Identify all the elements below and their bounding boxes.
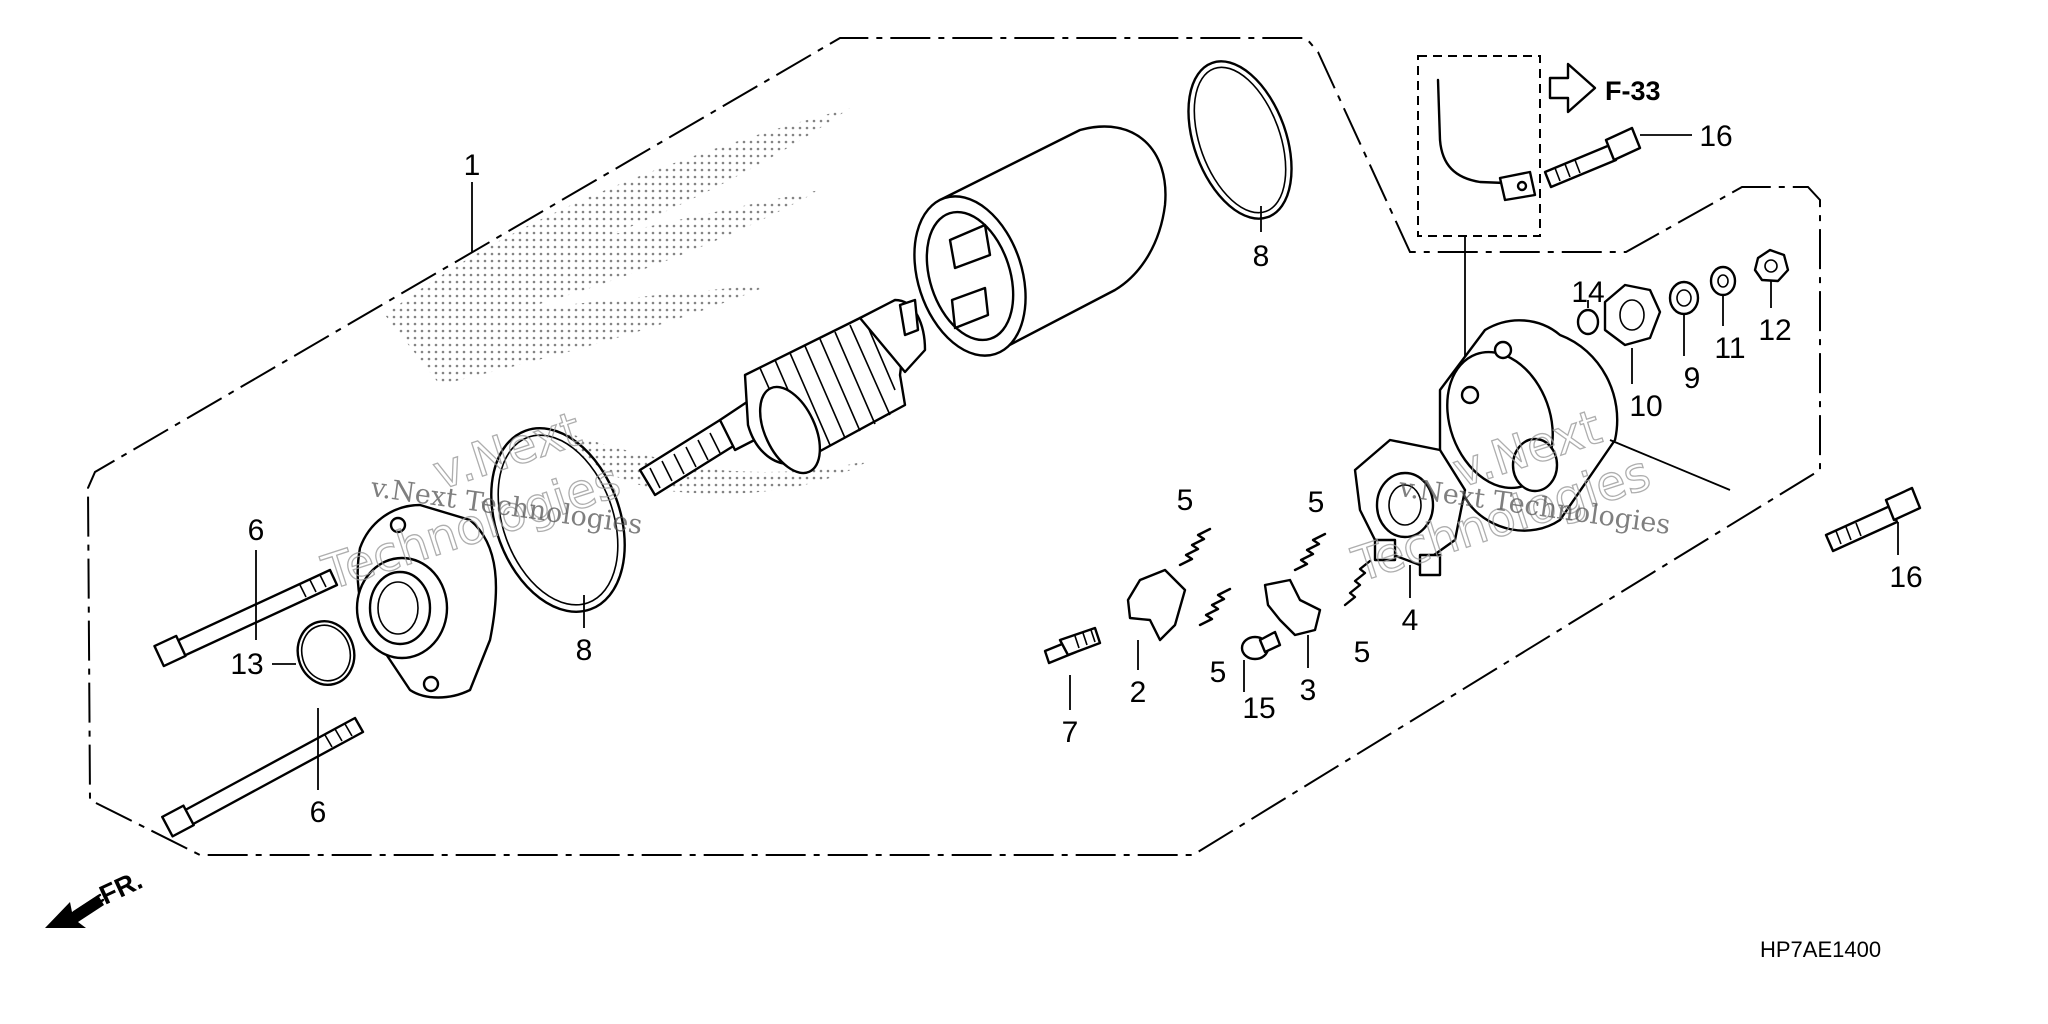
callout-4: 4 — [1402, 604, 1419, 637]
callout-5b: 5 — [1210, 656, 1227, 689]
cable-inset-frame — [1417, 55, 1541, 237]
nut-12 — [1753, 248, 1790, 283]
spring-3 — [1293, 532, 1327, 572]
callout-10: 10 — [1629, 390, 1662, 423]
front-cover — [355, 503, 498, 699]
spring-4 — [1343, 559, 1372, 607]
callout-5d: 5 — [1354, 636, 1371, 669]
diagram-code: HP7AE1400 — [1760, 937, 1881, 962]
spring-2 — [1198, 587, 1232, 627]
armature — [638, 298, 927, 497]
leader-lines — [255, 134, 1899, 790]
bolt-lower — [161, 716, 365, 838]
callout-16b: 16 — [1889, 561, 1922, 594]
background-wing-logo — [385, 108, 870, 494]
callout-7: 7 — [1062, 716, 1079, 749]
washer-14 — [1576, 308, 1600, 336]
callout-9: 9 — [1684, 362, 1701, 395]
callout-14: 14 — [1571, 276, 1604, 309]
washer-9 — [1668, 280, 1700, 316]
brush-3 — [1263, 578, 1322, 637]
flange-bolt-lower — [1824, 486, 1922, 553]
callout-16a: 16 — [1699, 120, 1732, 153]
bolt-upper — [153, 568, 339, 668]
washer-11 — [1709, 265, 1737, 297]
yoke-housing — [913, 125, 1167, 357]
callout-6a: 6 — [248, 514, 265, 547]
cable-terminal — [1436, 78, 1537, 202]
seal-ring-rear — [1187, 60, 1293, 220]
callout-3: 3 — [1300, 674, 1317, 707]
callout-13: 13 — [230, 648, 263, 681]
callout-12: 12 — [1758, 314, 1791, 347]
seal-ring-front — [490, 427, 626, 613]
callouts: 1 6 13 6 8 8 7 2 5 5 5 5 15 3 4 14 10 9 … — [230, 120, 1922, 829]
assembly-frame — [86, 37, 1821, 856]
callout-5a: 5 — [1177, 484, 1194, 517]
brush-holder — [1353, 438, 1467, 577]
spring-1 — [1178, 527, 1212, 567]
terminal-bolt — [1043, 626, 1102, 665]
brush-2 — [1126, 568, 1187, 642]
flange-bolt-upper — [1543, 126, 1642, 189]
callout-6b: 6 — [310, 796, 327, 829]
callout-11: 11 — [1714, 332, 1745, 365]
callout-8b: 8 — [1253, 240, 1270, 273]
callout-8a: 8 — [576, 634, 593, 667]
front-arrow-icon — [45, 893, 105, 928]
reference-label: F-33 — [1605, 76, 1661, 106]
reference-arrow-icon — [1548, 62, 1597, 114]
screw-15 — [1240, 630, 1282, 661]
nut-10 — [1603, 283, 1662, 347]
callout-5c: 5 — [1308, 486, 1325, 519]
callout-15: 15 — [1242, 692, 1275, 725]
rear-cover — [1438, 319, 1619, 532]
o-ring-small — [296, 620, 356, 686]
callout-2: 2 — [1130, 676, 1147, 709]
callout-1: 1 — [464, 149, 481, 182]
